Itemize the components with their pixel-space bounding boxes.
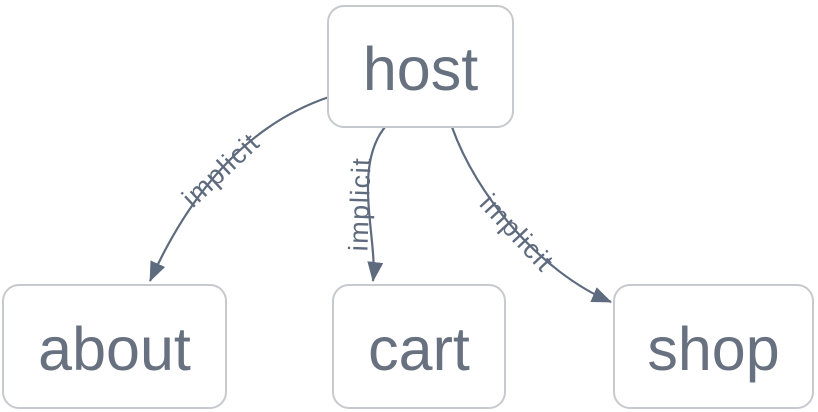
node-cart[interactable]: cart — [332, 284, 506, 409]
edge-label-host-about: implicit — [176, 127, 266, 213]
node-about-label: about — [38, 315, 191, 383]
node-cart-label: cart — [368, 315, 470, 383]
node-host-label: host — [363, 35, 478, 103]
edge-label-host-cart: implicit — [343, 156, 376, 252]
edge-host-shop: implicit — [450, 126, 612, 304]
node-shop-box[interactable] — [613, 284, 814, 409]
edge-path-host-about — [148, 95, 330, 282]
edge-host-about: implicit — [148, 95, 330, 282]
edge-host-cart: implicit — [343, 126, 386, 282]
node-shop[interactable]: shop — [613, 284, 814, 409]
node-about-box[interactable] — [2, 284, 227, 409]
node-host[interactable]: host — [327, 5, 514, 128]
edge-path-host-cart — [366, 126, 386, 282]
node-shop-label: shop — [647, 315, 779, 383]
edge-path-host-shop — [450, 126, 612, 304]
node-cart-box[interactable] — [332, 284, 506, 409]
node-about[interactable]: about — [2, 284, 227, 409]
edge-label-host-shop: implicit — [474, 188, 560, 278]
node-host-box[interactable] — [327, 5, 514, 128]
